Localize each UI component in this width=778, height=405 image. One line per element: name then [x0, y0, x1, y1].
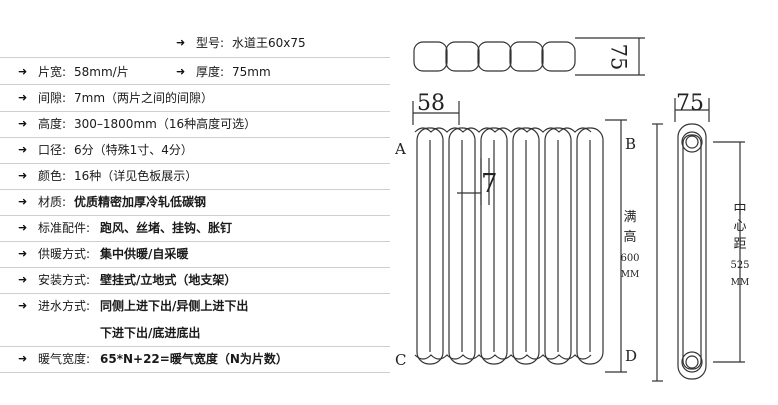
- spec-value: 跑风、丝堵、挂钩、胀钉: [100, 221, 233, 235]
- gap-label: 7: [481, 169, 498, 199]
- arrow-icon: ➜: [18, 299, 28, 312]
- arrow-icon: ➜: [18, 273, 28, 286]
- arrow-icon: ➜: [176, 36, 186, 49]
- side-thickness-label: 75: [676, 91, 704, 116]
- arrow-icon: ➜: [18, 221, 28, 234]
- spec-value: 优质精密加厚冷轧低碳钢: [74, 195, 207, 209]
- spec-label: 材质:: [38, 195, 67, 209]
- total-height-char: 600: [620, 253, 639, 264]
- spec-value: 16种（详见色板展示）: [74, 169, 198, 183]
- corner-label-c: C: [395, 351, 406, 369]
- arrow-icon: ➜: [18, 352, 28, 365]
- spec-row-inlet: ➜ 进水方式: 同侧上进下出/异侧上进下出: [0, 294, 395, 318]
- corner-label-d: D: [625, 347, 637, 365]
- spec-label: 片宽:: [38, 65, 67, 79]
- total-height-char: 高: [623, 229, 636, 245]
- spec-label: 颜色:: [38, 169, 67, 183]
- top-view: [413, 37, 645, 76]
- arrow-icon: ➜: [18, 195, 28, 208]
- center-distance-char: MM: [731, 278, 749, 288]
- spec-row-material: ➜ 材质: 优质精密加厚冷轧低碳钢: [0, 190, 395, 214]
- spec-row-height: ➜ 高度: 300–1800mm（16种高度可选）: [0, 112, 395, 136]
- arrow-icon: ➜: [18, 143, 28, 156]
- arrow-icon: ➜: [18, 169, 28, 182]
- spec-label: 安装方式:: [38, 273, 91, 287]
- spec-label: 进水方式:: [38, 299, 91, 313]
- spec-value: 300–1800mm（16种高度可选）: [74, 117, 257, 131]
- spec-value: 集中供暖/自采暖: [100, 247, 189, 261]
- spec-label: 供暖方式:: [38, 247, 91, 261]
- spec-value: 7mm（两片之间的间隙）: [74, 91, 214, 105]
- total-height-char: MM: [621, 270, 639, 280]
- spec-row-total-width: ➜ 暖气宽度: 65*N+22=暖气宽度（N为片数）: [0, 347, 395, 371]
- arrow-icon: ➜: [18, 65, 28, 78]
- spec-label: 口径:: [38, 143, 67, 157]
- total-height-label: 满 高 600 MM: [620, 210, 639, 280]
- spec-label: 暖气宽度:: [38, 352, 91, 366]
- radiator-technical-drawing: 75 58 7 A B C D 满 高 600 MM: [394, 0, 778, 401]
- spec-row-caliber: ➜ 口径: 6分（特殊1寸、4分）: [0, 138, 395, 162]
- center-distance-char: 心: [733, 219, 746, 234]
- spec-value: 58mm/片: [74, 65, 129, 79]
- center-distance-label: 中 心 距 525 MM: [730, 202, 749, 288]
- spec-row-model: ➜ 型号: 水道王60x75: [0, 31, 395, 55]
- corner-label-a: A: [395, 140, 406, 158]
- spec-row-color: ➜ 颜色: 16种（详见色板展示）: [0, 164, 395, 188]
- spec-label: 型号:: [196, 36, 225, 50]
- center-distance-char: 中: [733, 202, 746, 217]
- spec-label: 厚度:: [196, 65, 225, 79]
- spec-label: 高度:: [38, 117, 67, 131]
- spec-value: 65*N+22=暖气宽度（N为片数）: [100, 352, 288, 366]
- spec-row-accessories: ➜ 标准配件: 跑风、丝堵、挂钩、胀钉: [0, 216, 395, 240]
- center-distance-char: 距: [733, 237, 746, 252]
- spec-label: 间隙:: [38, 91, 67, 105]
- total-height-char: 满: [623, 210, 636, 225]
- spec-value: 6分（特殊1寸、4分）: [74, 143, 193, 157]
- side-view: [652, 98, 745, 382]
- spec-value: 水道王60x75: [232, 36, 306, 50]
- spec-label: 标准配件:: [38, 221, 91, 235]
- spec-row-install: ➜ 安装方式: 壁挂式/立地式（地支架）: [0, 268, 395, 292]
- spec-row-width: ➜ 片宽: 58mm/片 ➜ 厚度: 75mm: [0, 60, 395, 84]
- front-view: [412, 101, 627, 373]
- arrow-icon: ➜: [18, 91, 28, 104]
- spec-row-inlet-continuation: 下进下出/底进底出: [0, 321, 395, 345]
- spec-value: 下进下出/底进底出: [100, 326, 201, 340]
- spec-row-gap: ➜ 间隙: 7mm（两片之间的间隙）: [0, 86, 395, 110]
- arrow-icon: ➜: [176, 65, 186, 78]
- top-thickness-label: 75: [607, 44, 631, 71]
- spec-value: 壁挂式/立地式（地支架）: [100, 273, 237, 287]
- spec-value: 75mm: [232, 65, 271, 79]
- fin-width-label: 58: [417, 91, 445, 116]
- arrow-icon: ➜: [18, 247, 28, 260]
- center-distance-char: 525: [730, 260, 749, 271]
- spec-value: 同侧上进下出/异侧上进下出: [100, 299, 249, 313]
- spec-list: ➜ 型号: 水道王60x75 ➜ 片宽: 58mm/片 ➜ 厚度: 75mm ➜…: [0, 31, 395, 373]
- arrow-icon: ➜: [18, 117, 28, 130]
- corner-label-b: B: [625, 135, 636, 153]
- spec-row-heating: ➜ 供暖方式: 集中供暖/自采暖: [0, 242, 395, 266]
